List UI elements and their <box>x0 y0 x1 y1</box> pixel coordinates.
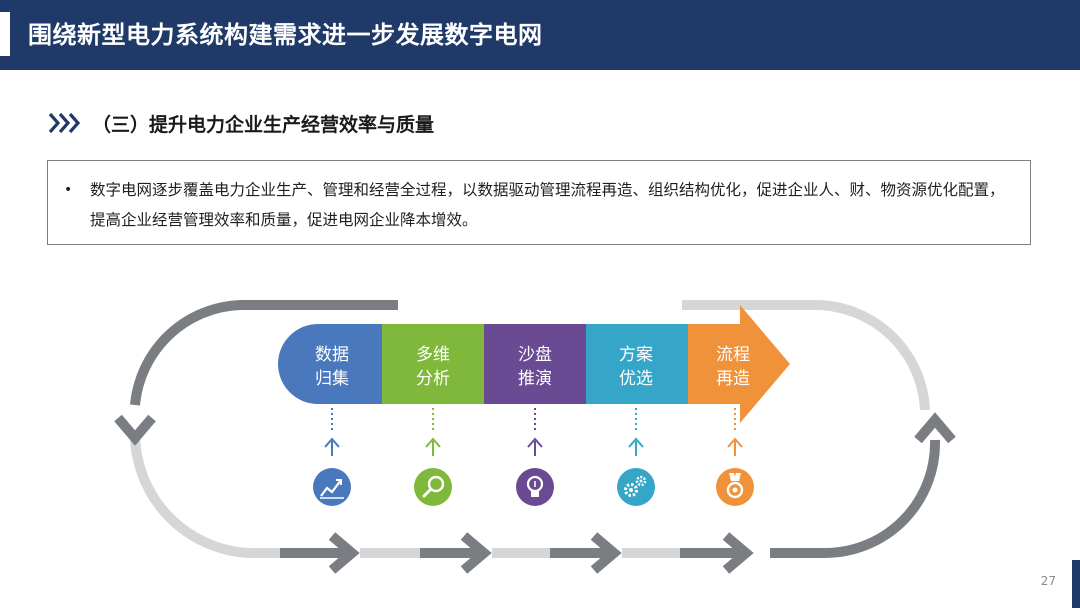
step-5-label-line1: 流程 <box>716 345 750 365</box>
loop-bottom-right-arc <box>770 439 941 558</box>
connector-step-3 <box>527 408 543 456</box>
section-title: （三）提升电力企业生产经营效率与质量 <box>92 113 435 136</box>
step-3-label-line1: 沙盘 <box>518 345 552 365</box>
connector-step-4 <box>628 408 644 456</box>
header-accent-bar <box>0 12 10 56</box>
step-4-label-line1: 方案 <box>619 345 653 365</box>
connector-step-1 <box>324 408 340 456</box>
loop-top-left-arc <box>130 300 398 406</box>
bullet-item: • 数字电网逐步覆盖电力企业生产、管理和经营全过程，以数据驱动管理流程再造、组织… <box>64 175 1010 235</box>
connector-step-2 <box>425 408 441 456</box>
section-heading: （三）提升电力企业生产经营效率与质量 <box>48 106 434 140</box>
step-5-label-line2: 再造 <box>716 369 750 389</box>
header-bar: 围绕新型电力系统构建需求进一步发展数字电网 <box>0 0 1080 70</box>
step-icons <box>313 468 754 506</box>
process-step-3 <box>484 324 586 404</box>
loop-right-top-arc <box>682 299 930 411</box>
corner-accent-bar <box>1072 560 1080 608</box>
arrowhead-bottom-2 <box>460 532 492 574</box>
loop-track <box>129 299 941 558</box>
arrowhead-right-up <box>914 412 956 444</box>
step-3-label-line2: 推演 <box>518 369 552 389</box>
arrowhead-bottom-1 <box>328 532 360 574</box>
bullet-marker: • <box>64 182 73 198</box>
page-number: 27 <box>1040 574 1056 588</box>
step-connectors <box>324 408 743 456</box>
process-step-5-arrow <box>688 305 790 423</box>
step-1-label-line1: 数据 <box>315 345 349 365</box>
page-title: 围绕新型电力系统构建需求进一步发展数字电网 <box>28 21 543 49</box>
loop-arrowheads <box>114 412 956 574</box>
triple-chevron-icon <box>48 112 81 134</box>
arrowhead-bottom-4 <box>722 532 754 574</box>
summary-box: • 数字电网逐步覆盖电力企业生产、管理和经营全过程，以数据驱动管理流程再造、组织… <box>47 160 1031 245</box>
step-2-label-line2: 分析 <box>416 369 450 389</box>
arrowhead-bottom-3 <box>590 532 622 574</box>
lightbulb-icon <box>516 468 554 506</box>
step-4-label-line2: 优选 <box>619 369 653 389</box>
step-2-label-line1: 多维 <box>416 345 450 365</box>
chart-icon <box>313 468 351 506</box>
process-steps: 数据 归集 多维 分析 沙盘 推演 方案 优选 流程 再造 <box>278 305 790 423</box>
process-step-4 <box>586 324 688 404</box>
step-1-label-line2: 归集 <box>315 369 349 389</box>
magnifier-icon <box>414 468 452 506</box>
gears-icon <box>617 468 655 506</box>
arrowhead-left-down <box>114 414 156 446</box>
medal-icon <box>716 468 754 506</box>
connector-step-5 <box>727 408 743 456</box>
process-step-2 <box>382 324 484 404</box>
bullet-text: 数字电网逐步覆盖电力企业生产、管理和经营全过程，以数据驱动管理流程再造、组织结构… <box>90 181 1005 229</box>
process-step-1 <box>278 324 382 404</box>
loop-left-bottom-arc <box>129 429 290 558</box>
